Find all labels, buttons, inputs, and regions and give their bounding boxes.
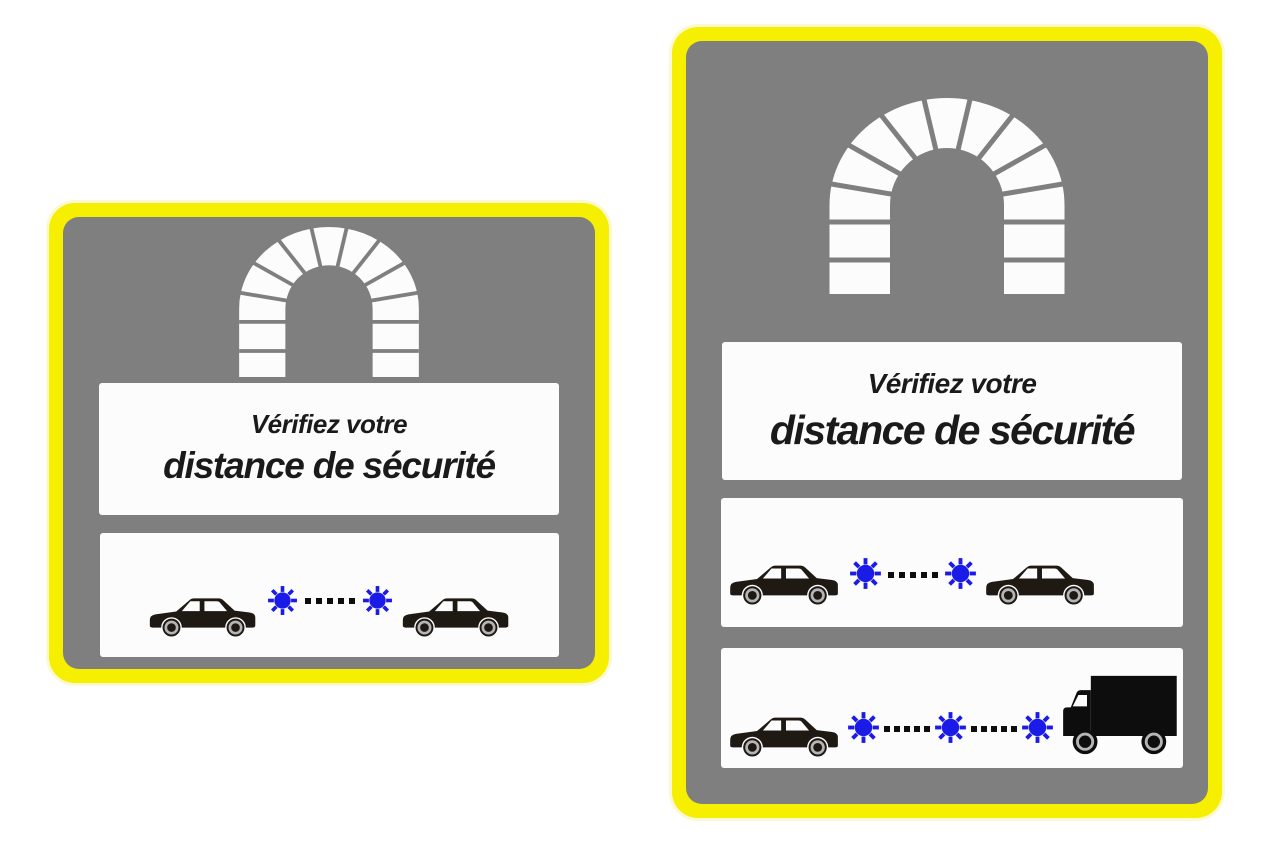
message-panel: Vérifiez votre distance de sécurité — [99, 383, 559, 515]
truck-icon — [1058, 673, 1179, 757]
message-panel: Vérifiez votre distance de sécurité — [722, 342, 1182, 480]
tunnel-arch-icon — [239, 227, 419, 377]
car-icon — [727, 555, 843, 605]
tunnel-distance-sign-small: Vérifiez votre distance de sécurité — [49, 203, 609, 683]
car-icon — [727, 707, 843, 757]
pictogram-panel-cars — [721, 498, 1183, 627]
pictogram-panel — [100, 533, 559, 657]
safety-beacon-icon — [944, 557, 977, 590]
pictogram-panel-car-truck — [721, 648, 1183, 768]
message-line-2: distance de sécurité — [769, 406, 1136, 453]
safety-beacon-icon — [362, 585, 393, 616]
car-icon — [400, 588, 513, 637]
message-line-1: Vérifiez votre — [867, 368, 1037, 400]
dotted-line — [884, 726, 930, 732]
dotted-line — [971, 726, 1017, 732]
car-icon — [983, 555, 1099, 605]
dotted-line — [888, 572, 938, 578]
tunnel-arch-icon — [830, 98, 1065, 294]
safety-beacon-icon — [849, 557, 882, 590]
safety-beacon-icon — [934, 711, 967, 744]
car-icon — [147, 588, 260, 637]
dotted-line — [304, 598, 355, 604]
sign-gray-panel: Vérifiez votre distance de sécurité — [63, 217, 595, 669]
safety-beacon-icon — [847, 711, 880, 744]
tunnel-distance-sign-large: Vérifiez votre distance de sécurité — [672, 27, 1222, 818]
sign-gray-panel: Vérifiez votre distance de sécurité — [686, 41, 1208, 804]
safety-beacon-icon — [1021, 711, 1054, 744]
message-line-2: distance de sécurité — [163, 445, 496, 487]
message-line-1: Vérifiez votre — [250, 409, 408, 440]
safety-beacon-icon — [267, 585, 298, 616]
